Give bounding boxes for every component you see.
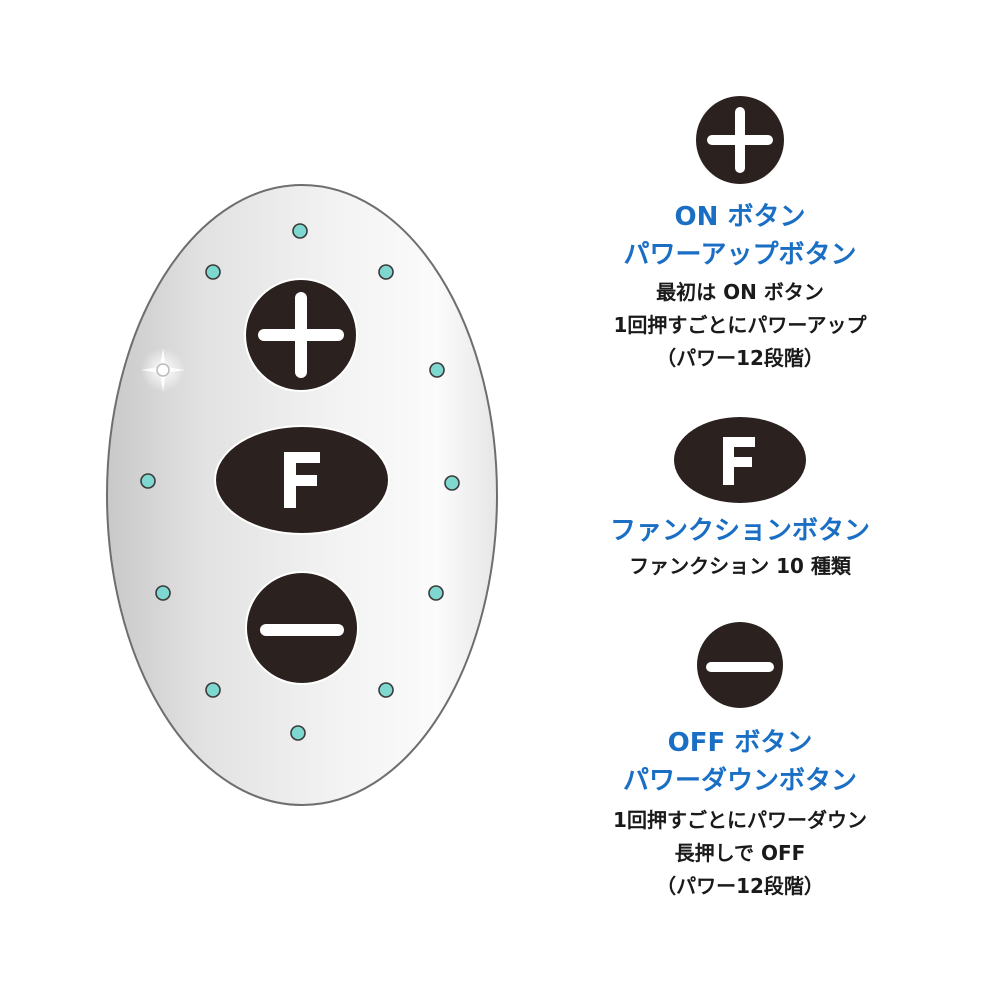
indicator-dot (428, 585, 444, 601)
function-button-title: ファンクションボタン (609, 516, 870, 546)
sparkle-highlight-icon (141, 348, 185, 392)
indicator-dots (140, 223, 460, 741)
indicator-dot (292, 223, 308, 239)
on-desc-line2: 1回押すごとにパワーアップ (613, 313, 867, 337)
function-desc-line1: ファンクション 10 種類 (629, 554, 851, 578)
legend-plus-icon (696, 96, 784, 184)
remote-plus-button[interactable] (244, 278, 358, 392)
indicator-dot (378, 682, 394, 698)
plus-icon (258, 292, 344, 378)
off-button-description: OFF ボタン パワーダウンボタン 1回押すごとにパワーダウン 長押しで OFF… (560, 724, 920, 903)
off-desc-line2: 長押しで OFF (674, 841, 806, 865)
on-button-description: ON ボタン パワーアップボタン 最初は ON ボタン 1回押すごとにパワーアッ… (560, 198, 920, 375)
indicator-dot (205, 264, 221, 280)
remote-function-button[interactable] (214, 425, 390, 535)
on-desc-line3: （パワー12段階） (656, 346, 824, 370)
power-down-button-title: パワーダウンボタン (622, 766, 857, 796)
indicator-dot (205, 682, 221, 698)
indicator-dot (429, 362, 445, 378)
on-button-title: ON ボタン (674, 202, 806, 232)
remote-minus-button[interactable] (245, 571, 359, 685)
legend-f-icon (674, 417, 806, 503)
off-desc-line1: 1回押すごとにパワーダウン (613, 808, 867, 832)
off-desc-line3: （パワー12段階） (656, 874, 824, 898)
off-button-title: OFF ボタン (667, 728, 813, 758)
on-desc-line1: 最初は ON ボタン (656, 280, 824, 304)
power-up-button-title: パワーアップボタン (623, 240, 857, 270)
indicator-dot (444, 475, 460, 491)
f-letter-icon (284, 452, 320, 508)
indicator-dot (290, 725, 306, 741)
indicator-dot (378, 264, 394, 280)
function-button-description: ファンクションボタン ファンクション 10 種類 (560, 512, 920, 583)
indicator-dot (155, 585, 171, 601)
indicator-dot (140, 473, 156, 489)
legend-minus-icon (697, 622, 783, 708)
